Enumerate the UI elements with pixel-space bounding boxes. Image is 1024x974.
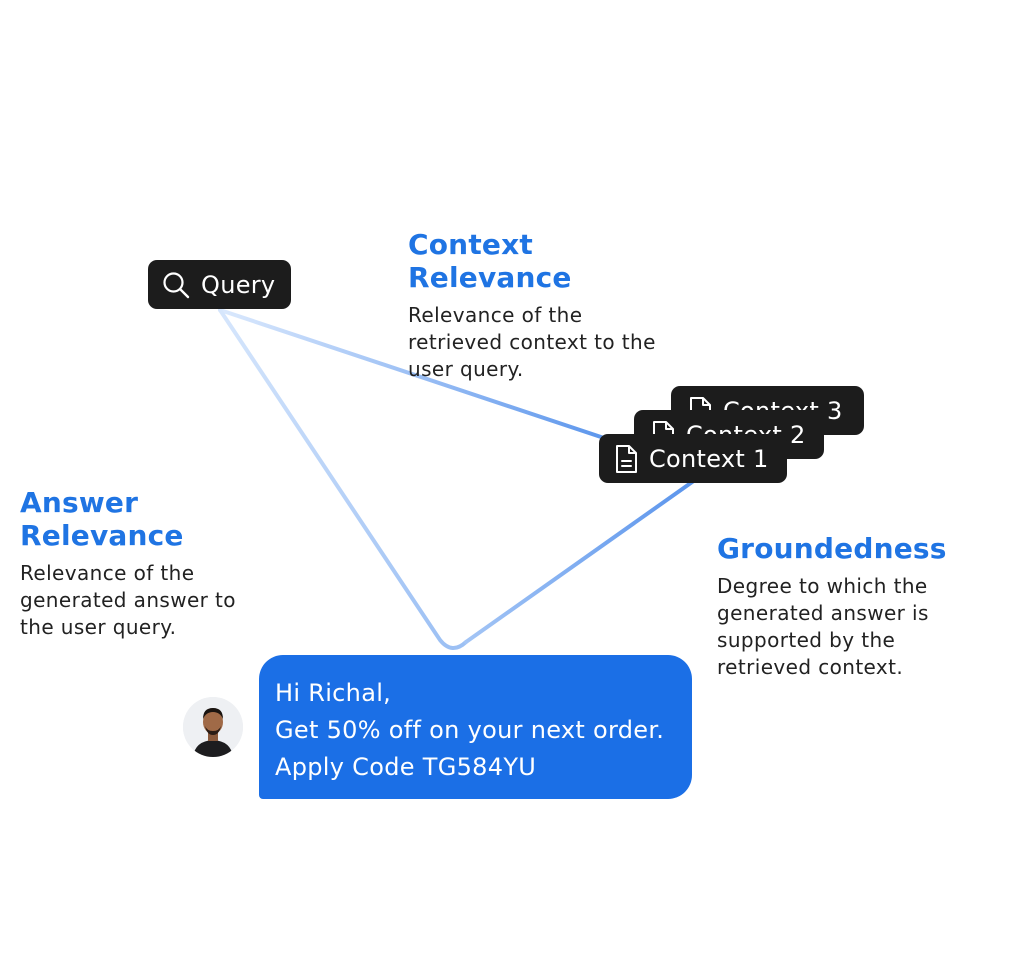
answer-relevance-metric: Answer Relevance Relevance of the genera… [20, 486, 300, 641]
metric-title: Answer Relevance [20, 486, 184, 552]
desc-line: retrieved context to the [408, 330, 656, 354]
desc-line: the user query. [20, 615, 177, 639]
context-label: Context 1 [649, 444, 769, 473]
metric-description: Degree to which the generated answer is … [717, 573, 967, 681]
metric-description: Relevance of the generated answer to the… [20, 560, 300, 641]
desc-line: user query. [408, 357, 524, 381]
answer-relevance-line [218, 308, 468, 650]
document-icon [613, 444, 639, 474]
query-label: Query [201, 270, 276, 299]
message-line: Apply Code TG584YU [275, 753, 537, 781]
message-bubble: Hi Richal, Get 50% off on your next orde… [259, 655, 692, 799]
context-relevance-metric: Context Relevance Relevance of the retri… [408, 228, 698, 383]
desc-line: Relevance of the [20, 561, 195, 585]
desc-line: retrieved context. [717, 655, 904, 679]
desc-line: generated answer is [717, 601, 929, 625]
desc-line: Relevance of the [408, 303, 583, 327]
metric-title: Groundedness [717, 532, 947, 565]
query-node: Query [148, 260, 291, 309]
context-relevance-line [218, 308, 612, 442]
avatar [183, 697, 243, 757]
desc-line: Degree to which the [717, 574, 928, 598]
search-icon [161, 270, 191, 300]
message-line: Hi Richal, [275, 679, 392, 707]
groundedness-line [464, 478, 697, 644]
groundedness-metric: Groundedness Degree to which the generat… [717, 532, 967, 681]
metric-title: Context Relevance [408, 228, 572, 294]
metric-description: Relevance of the retrieved context to th… [408, 302, 698, 383]
desc-line: supported by the [717, 628, 896, 652]
message-line: Get 50% off on your next order. [275, 716, 665, 744]
desc-line: generated answer to [20, 588, 236, 612]
context-node-1: Context 1 [599, 434, 787, 483]
